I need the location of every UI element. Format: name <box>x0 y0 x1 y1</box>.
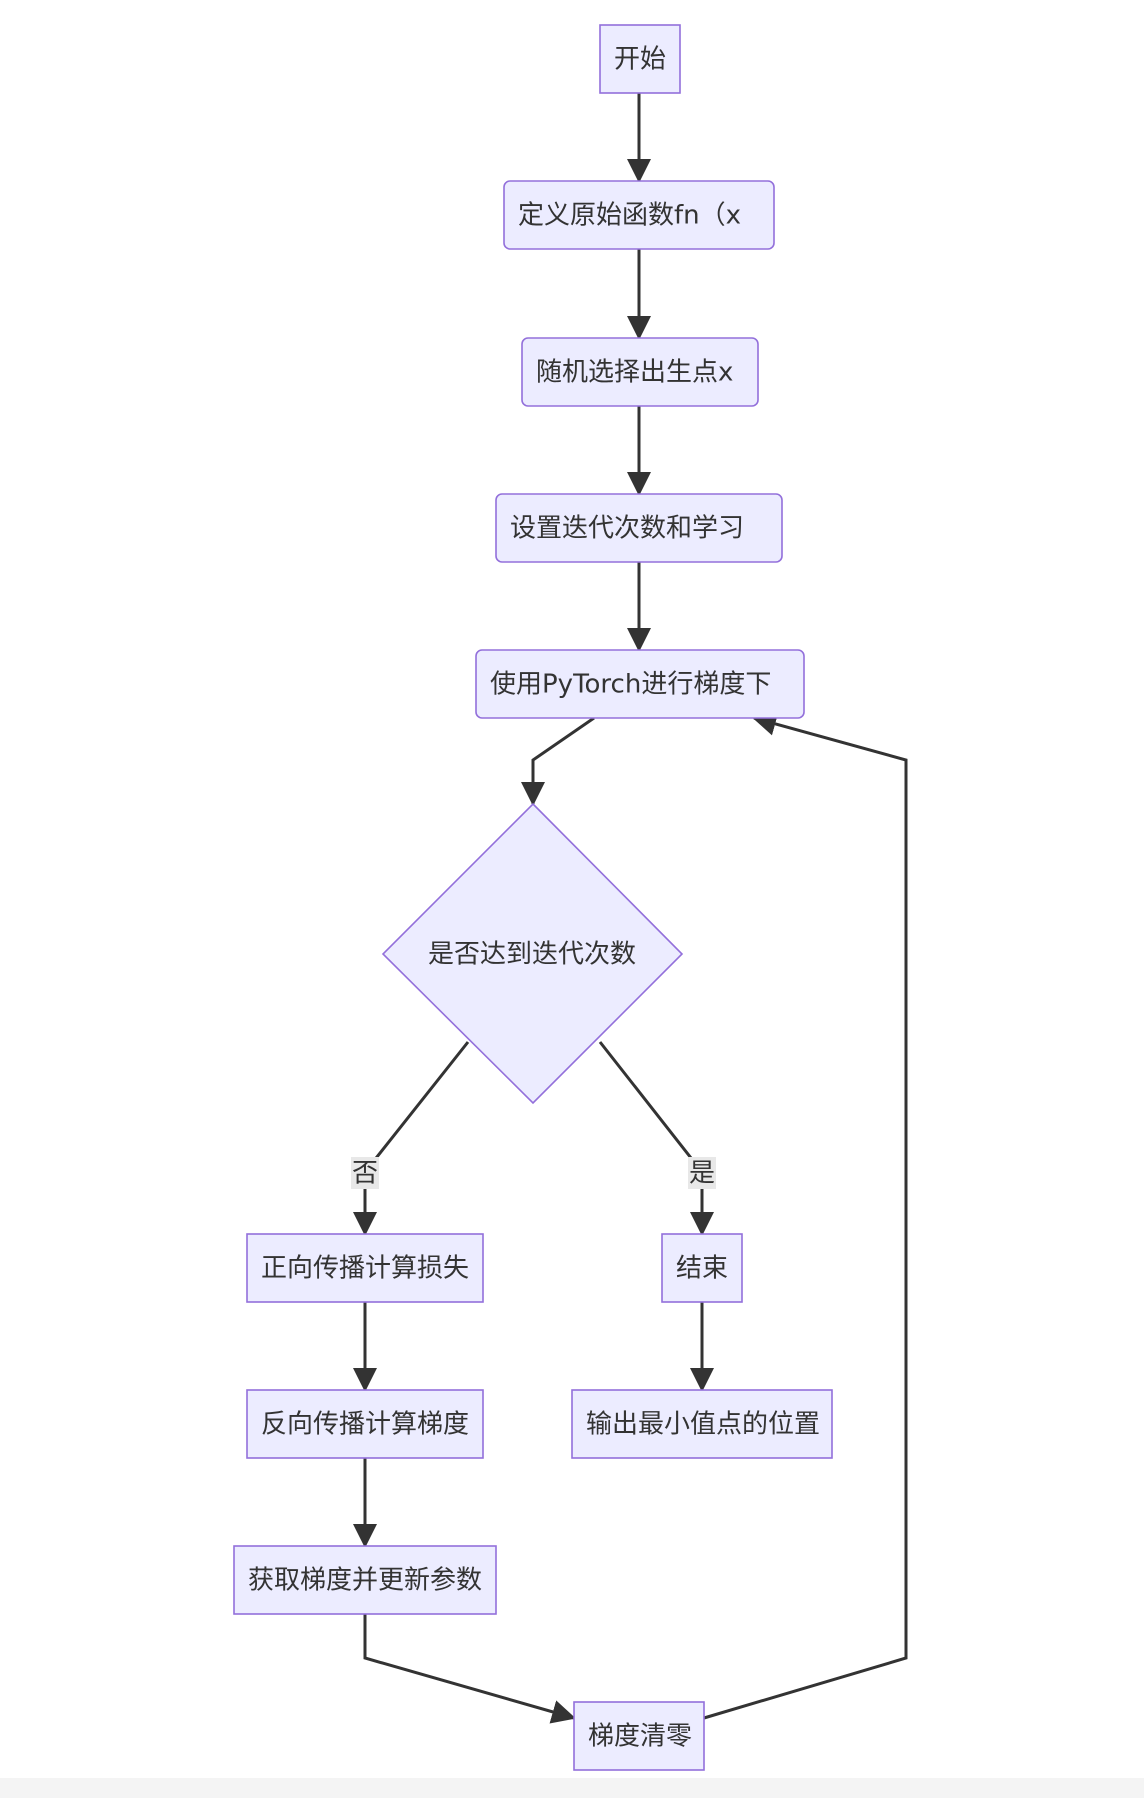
node-update-text: 获取梯度并更新参数 <box>248 1566 482 1596</box>
node-random-point-text: 随机选择出生点x <box>536 358 733 388</box>
edge-update-to-zero <box>363 1614 576 1724</box>
node-set-params: 设置迭代次数和学习 <box>495 493 783 563</box>
node-backward-text: 反向传播计算梯度 <box>261 1410 469 1440</box>
node-output-text: 输出最小值点的位置 <box>586 1410 820 1440</box>
node-use-pytorch: 使用PyTorch进行梯度下 <box>475 649 805 719</box>
node-define-fn: 定义原始函数fn（x <box>503 180 775 250</box>
node-random-point: 随机选择出生点x <box>521 337 759 407</box>
node-start-text: 开始 <box>614 45 666 75</box>
node-end-text: 结束 <box>676 1254 728 1284</box>
node-update: 获取梯度并更新参数 <box>233 1545 497 1615</box>
node-start: 开始 <box>599 24 681 94</box>
edge-decision-to-forward <box>353 1041 470 1236</box>
node-backward: 反向传播计算梯度 <box>246 1389 484 1459</box>
node-zero-grad-text: 梯度清零 <box>588 1722 692 1752</box>
node-decision-text: 是否达到迭代次数 <box>428 940 636 970</box>
node-forward-text: 正向传播计算损失 <box>261 1254 469 1284</box>
edge-label-no: 否 <box>351 1157 379 1189</box>
edge-label-yes-text: 是 <box>689 1159 715 1189</box>
node-define-fn-text: 定义原始函数fn（x <box>518 201 741 231</box>
bottom-strip <box>0 1778 1144 1798</box>
node-set-params-text: 设置迭代次数和学习 <box>510 514 744 544</box>
node-decision: 是否达到迭代次数 <box>381 802 684 1105</box>
edge-pytorch-to-decision <box>521 716 595 806</box>
edge-decision-to-end <box>598 1041 714 1236</box>
node-use-pytorch-text: 使用PyTorch进行梯度下 <box>490 670 771 700</box>
edge-label-no-text: 否 <box>352 1159 378 1189</box>
node-output: 输出最小值点的位置 <box>571 1389 833 1459</box>
edge-label-yes: 是 <box>688 1157 716 1189</box>
node-zero-grad: 梯度清零 <box>573 1701 705 1771</box>
node-forward: 正向传播计算损失 <box>246 1233 484 1303</box>
node-end: 结束 <box>661 1233 743 1303</box>
edge-zero-to-pytorch <box>703 712 908 1720</box>
